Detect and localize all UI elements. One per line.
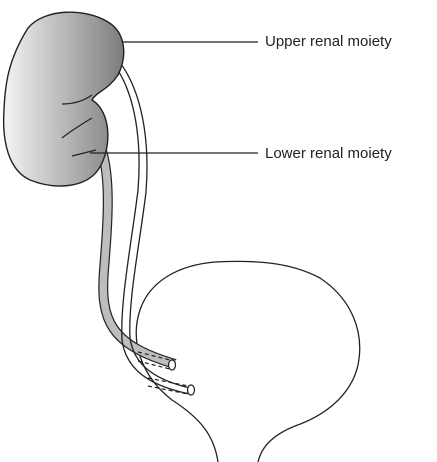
upper-renal-moiety-label: Upper renal moiety xyxy=(265,34,392,49)
lower-ureteric-orifice xyxy=(169,360,176,370)
upper-ureteric-orifice xyxy=(188,385,195,395)
lower-renal-moiety-label: Lower renal moiety xyxy=(265,146,392,161)
